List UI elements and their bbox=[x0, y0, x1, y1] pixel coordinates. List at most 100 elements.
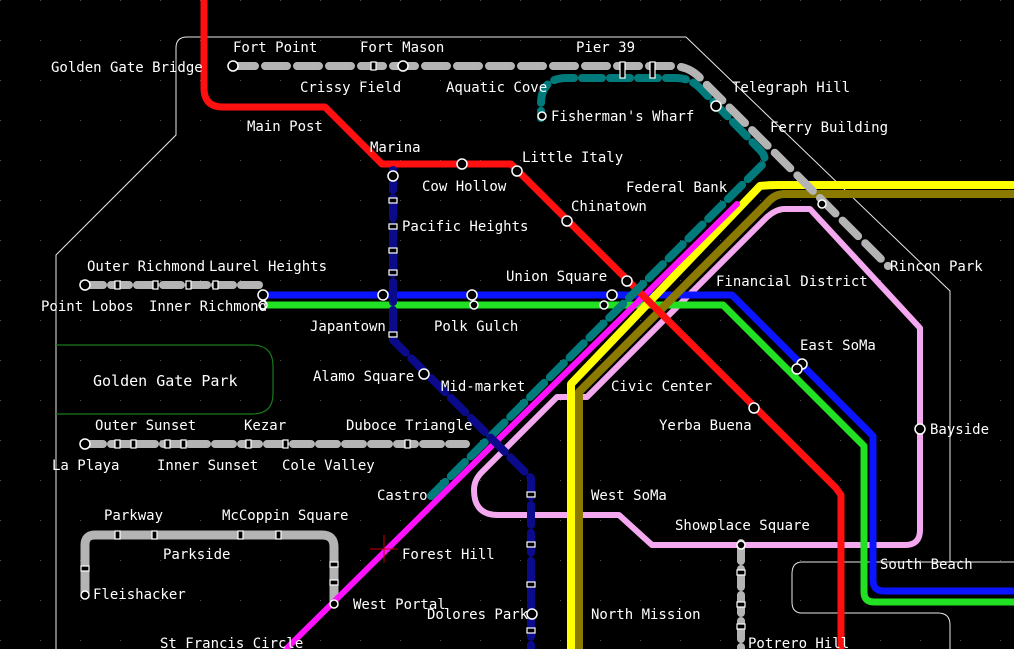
stop-ring bbox=[387, 170, 399, 182]
stop-tick bbox=[114, 530, 121, 540]
station-label-duboce-triangle[interactable]: Duboce Triangle bbox=[346, 418, 472, 434]
station-label-financial-district[interactable]: Financial District bbox=[716, 274, 868, 290]
station-label-union-square[interactable]: Union Square bbox=[506, 269, 607, 285]
line-yellow bbox=[567, 181, 1014, 649]
stop-tick bbox=[736, 601, 746, 608]
station-label-dolores-park[interactable]: Dolores Park bbox=[427, 607, 529, 623]
station-label-showplace-square[interactable]: Showplace Square bbox=[675, 518, 810, 534]
station-label-mid-market[interactable]: Mid-market bbox=[441, 379, 525, 395]
city-outline bbox=[55, 36, 951, 649]
stop-tick bbox=[388, 223, 398, 230]
station-label-chinatown[interactable]: Chinatown bbox=[571, 199, 647, 215]
stop-tick bbox=[526, 491, 536, 498]
station-label-st-francis-circle[interactable]: St Francis Circle bbox=[160, 636, 303, 649]
stop-tick bbox=[275, 530, 282, 540]
station-label-golden-gate-bridge[interactable]: Golden Gate Bridge bbox=[51, 60, 203, 76]
station-label-federal-bank[interactable]: Federal Bank bbox=[626, 180, 728, 196]
stop-ring bbox=[511, 165, 523, 177]
station-label-rincon-park[interactable]: Rincon Park bbox=[890, 259, 983, 275]
station-label-west-soma[interactable]: West SoMa bbox=[591, 488, 667, 504]
stop-ring bbox=[561, 215, 573, 227]
stop-tick bbox=[80, 565, 90, 572]
station-label-potrero-hill[interactable]: Potrero Hill bbox=[748, 636, 849, 649]
station-label-pacific-heights[interactable]: Pacific Heights bbox=[402, 219, 528, 235]
stop-tick bbox=[245, 439, 252, 449]
stop-tick bbox=[329, 579, 339, 586]
station-label-south-beach[interactable]: South Beach bbox=[880, 557, 973, 573]
stop-ring bbox=[80, 590, 90, 600]
station-label-mccoppin-square[interactable]: McCoppin Square bbox=[222, 508, 348, 524]
station-label-inner-sunset[interactable]: Inner Sunset bbox=[157, 458, 258, 474]
cursor-crosshair bbox=[370, 535, 398, 563]
station-label-fort-point[interactable]: Fort Point bbox=[233, 40, 317, 56]
stop-tick bbox=[114, 439, 121, 449]
stop-ring bbox=[469, 300, 479, 310]
station-label-point-lobos[interactable]: Point Lobos bbox=[41, 299, 134, 315]
stop-tick bbox=[388, 197, 398, 204]
line-green bbox=[259, 301, 1014, 606]
station-label-polk-gulch[interactable]: Polk Gulch bbox=[434, 319, 518, 335]
stop-tick bbox=[619, 61, 626, 79]
stop-tick bbox=[180, 439, 187, 449]
station-label-aquatic-cove[interactable]: Aquatic Cove bbox=[446, 80, 547, 96]
station-label-inner-richmond[interactable]: Inner Richmond bbox=[149, 299, 267, 315]
stop-ring bbox=[418, 368, 430, 380]
station-label-civic-center[interactable]: Civic Center bbox=[611, 379, 712, 395]
station-label-cole-valley[interactable]: Cole Valley bbox=[282, 458, 375, 474]
stop-tick bbox=[736, 623, 746, 630]
station-label-cow-hollow[interactable]: Cow Hollow bbox=[422, 179, 507, 195]
station-label-pier-39[interactable]: Pier 39 bbox=[576, 40, 635, 56]
station-label-la-playa[interactable]: La Playa bbox=[52, 458, 119, 474]
stop-tick bbox=[526, 581, 536, 588]
stop-ring bbox=[377, 289, 389, 301]
stop-tick bbox=[282, 439, 289, 449]
line-magenta bbox=[283, 201, 740, 649]
stop-ring bbox=[621, 275, 633, 287]
stop-tick bbox=[185, 280, 192, 290]
stop-tick bbox=[370, 61, 377, 71]
station-label-yerba-buena[interactable]: Yerba Buena bbox=[659, 418, 752, 434]
station-label-outer-sunset[interactable]: Outer Sunset bbox=[95, 418, 196, 434]
station-label-east-soma[interactable]: East SoMa bbox=[800, 338, 876, 354]
station-label-main-post[interactable]: Main Post bbox=[247, 119, 323, 135]
station-label-ferry-building[interactable]: Ferry Building bbox=[770, 120, 888, 136]
station-label-crissy-field[interactable]: Crissy Field bbox=[300, 80, 401, 96]
station-label-fort-mason[interactable]: Fort Mason bbox=[360, 40, 444, 56]
station-label-bayside[interactable]: Bayside bbox=[930, 422, 989, 438]
stop-ring bbox=[599, 300, 609, 310]
stop-ring bbox=[526, 608, 538, 620]
station-label-parkway[interactable]: Parkway bbox=[104, 508, 163, 524]
station-label-fleishacker[interactable]: Fleishacker bbox=[93, 587, 186, 603]
station-label-japantown[interactable]: Japantown bbox=[310, 319, 386, 335]
stop-ring bbox=[537, 111, 547, 121]
stop-tick bbox=[526, 627, 536, 634]
station-label-parkside[interactable]: Parkside bbox=[163, 547, 230, 563]
station-label-alamo-square[interactable]: Alamo Square bbox=[313, 369, 414, 385]
stop-ring bbox=[710, 100, 722, 112]
station-label-telegraph-hill[interactable]: Telegraph Hill bbox=[732, 80, 850, 96]
stop-tick bbox=[649, 61, 656, 79]
station-label-north-mission[interactable]: North Mission bbox=[591, 607, 701, 623]
stop-ring bbox=[257, 289, 269, 301]
station-label-little-italy[interactable]: Little Italy bbox=[522, 150, 623, 166]
station-label-laurel-heights[interactable]: Laurel Heights bbox=[209, 259, 327, 275]
station-label-castro[interactable]: Castro bbox=[377, 488, 428, 504]
stop-tick bbox=[404, 439, 411, 449]
station-label-marina[interactable]: Marina bbox=[370, 140, 421, 156]
stop-tick bbox=[237, 530, 244, 540]
station-label-west-portal[interactable]: West Portal bbox=[353, 597, 446, 613]
stop-ring bbox=[791, 363, 803, 375]
station-label-forest-hill[interactable]: Forest Hill bbox=[402, 547, 495, 563]
station-label-kezar[interactable]: Kezar bbox=[244, 418, 286, 434]
station-label-fishermans-wharf[interactable]: Fisherman's Wharf bbox=[551, 109, 694, 125]
line-teal bbox=[427, 74, 769, 500]
line-olive bbox=[575, 190, 1014, 649]
stop-ring bbox=[466, 289, 478, 301]
transit-lines bbox=[80, 0, 1014, 649]
station-label-outer-richmond[interactable]: Outer Richmond bbox=[87, 259, 205, 275]
area-label-golden-gate-park: Golden Gate Park bbox=[93, 372, 238, 390]
stop-tick bbox=[164, 439, 171, 449]
line-gray-waterfront bbox=[229, 62, 892, 270]
line-blue bbox=[259, 291, 1014, 595]
